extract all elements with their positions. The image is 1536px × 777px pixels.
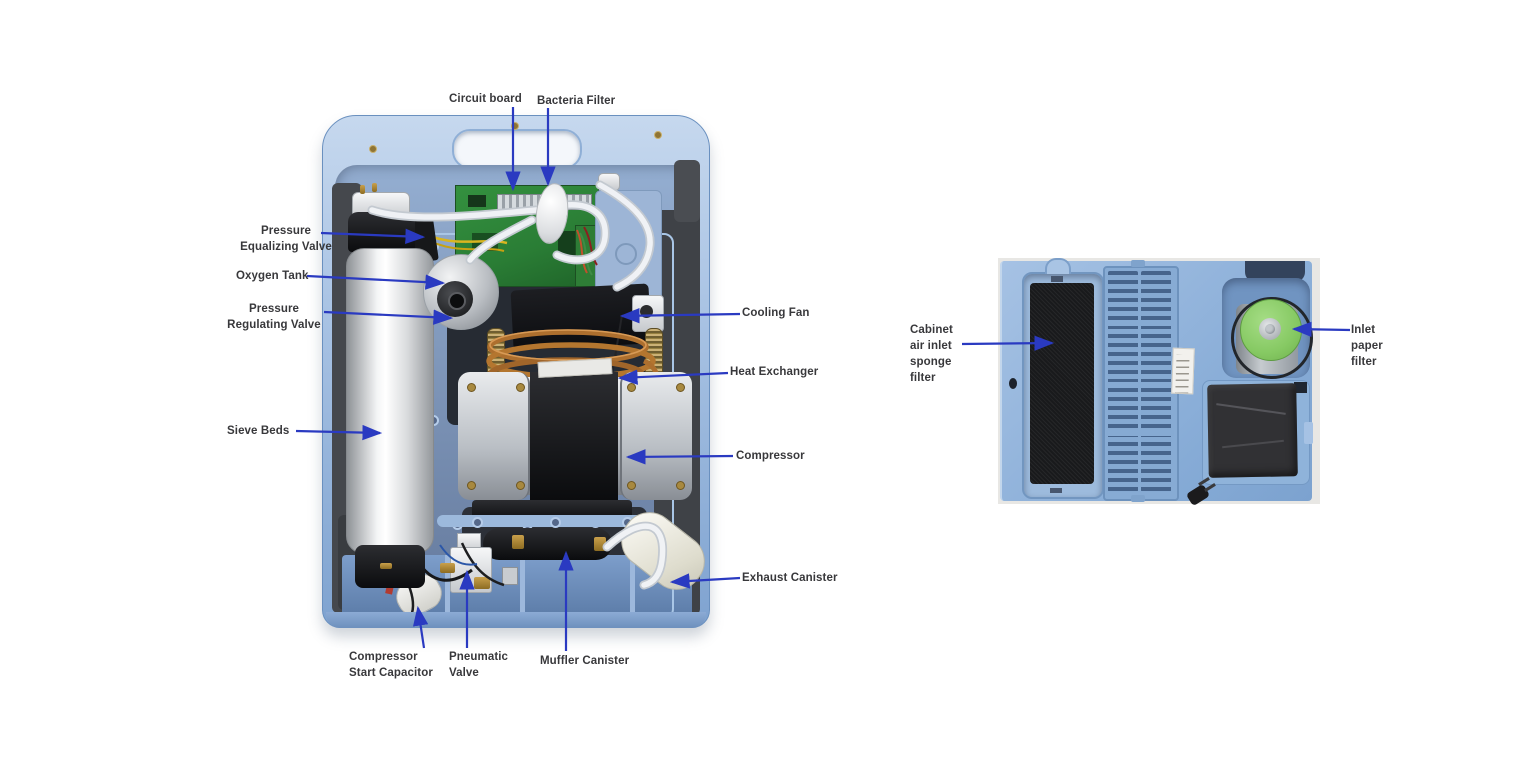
grille-tab-bottom	[1131, 495, 1145, 502]
concentrator-internal-photo	[322, 115, 716, 628]
label-cabinet-air-inlet-sponge-filter: Cabinet air inlet sponge filter	[910, 324, 953, 384]
chassis-crossbar	[437, 515, 662, 527]
label-pressure-regulating-valve: Pressure Regulating Valve	[227, 303, 321, 331]
fitting-pin	[372, 183, 377, 192]
filter-seal-ring	[1231, 297, 1313, 379]
sponge-filter-part	[1030, 283, 1094, 484]
sieve-fitting	[380, 563, 392, 569]
door-tab	[1304, 422, 1313, 444]
bolt	[676, 481, 685, 490]
grille-rib	[1106, 382, 1174, 388]
label-compressor: Compressor	[736, 450, 805, 462]
bolt	[516, 481, 525, 490]
muffler-canister-part	[483, 528, 612, 560]
bolt	[467, 383, 476, 392]
case-screw	[654, 131, 662, 139]
valve-fitting-bottom	[474, 577, 490, 589]
pcb-chip	[468, 195, 486, 207]
door-slot	[1294, 382, 1307, 393]
bolt	[467, 481, 476, 490]
label-sieve-beds: Sieve Beds	[227, 425, 290, 437]
floor-rib	[630, 555, 635, 613]
label-bacteria-filter: Bacteria Filter	[537, 95, 616, 107]
crossbar-hole	[550, 517, 561, 528]
plate-hole	[615, 243, 637, 265]
hose-clamp	[502, 567, 518, 585]
crossbar-hole	[472, 517, 483, 528]
label-inlet-paper-filter: Inlet paper filter	[1351, 324, 1383, 368]
muffler-fitting	[512, 535, 524, 549]
bolt	[516, 383, 525, 392]
compressor-endcap-left	[458, 372, 530, 500]
compressor-endcap-right	[620, 372, 692, 500]
floor-rib	[445, 555, 450, 613]
compressor-motor-band	[530, 372, 618, 500]
case-screw	[369, 145, 377, 153]
label-oxygen-tank: Oxygen Tank	[236, 270, 309, 282]
recess-tab-top	[1045, 258, 1071, 274]
carry-handle-cutout	[452, 129, 582, 169]
filter-center-cone	[1265, 324, 1275, 334]
grille-slats-right	[1141, 271, 1171, 492]
case-bottom-rim	[326, 612, 706, 628]
grille-rib	[1106, 430, 1174, 436]
grille-tab-top	[1131, 260, 1145, 267]
filter-panel-photo	[998, 258, 1320, 507]
bolt	[676, 383, 685, 392]
label-muffler-canister: Muffler Canister	[540, 655, 630, 667]
sieve-beds-part	[346, 248, 434, 554]
secondary-black-filter-part	[1207, 383, 1298, 478]
floor-rib	[520, 555, 525, 613]
valve-fitting-left	[440, 563, 455, 573]
recess-notch-bottom	[1050, 488, 1062, 493]
label-circuit-board: Circuit board	[449, 93, 522, 105]
panel-screw-hole	[1009, 378, 1017, 389]
recess-notch	[1051, 276, 1063, 282]
valve-knob-center	[448, 292, 466, 310]
grille-slats-left	[1108, 271, 1138, 492]
label-compressor-start-capacitor: Compressor Start Capacitor	[349, 651, 433, 679]
handle-recess	[1245, 261, 1305, 282]
label-exhaust-canister: Exhaust Canister	[742, 572, 838, 584]
fitting-pin	[360, 185, 365, 194]
spec-sticker	[1171, 347, 1195, 395]
foam-right-top	[674, 160, 700, 222]
pcb-chip	[558, 231, 578, 257]
tubing	[367, 180, 668, 590]
bolt	[627, 481, 636, 490]
grille-rib	[1106, 320, 1174, 326]
label-cooling-fan: Cooling Fan	[742, 307, 810, 319]
label-heat-exchanger: Heat Exchanger	[730, 366, 819, 378]
label-pressure-equalizing-valve: Pressure Equalizing Valve	[240, 225, 332, 253]
case-screw	[511, 122, 519, 130]
label-pneumatic-valve: Pneumatic Valve	[449, 651, 509, 679]
